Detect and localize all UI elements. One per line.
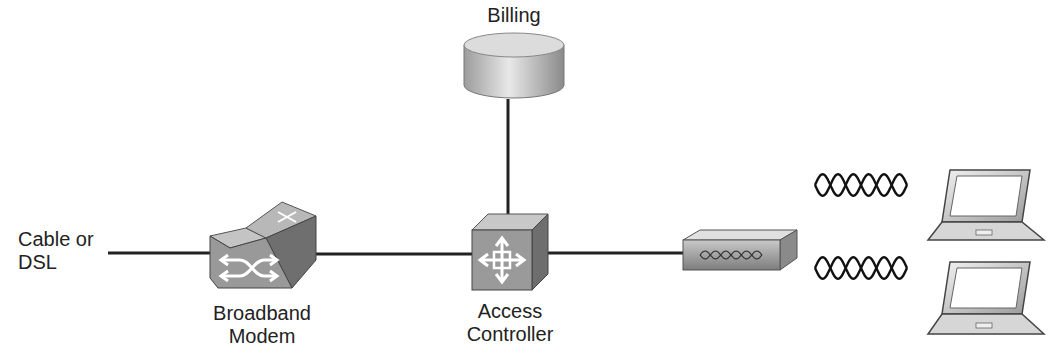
access-controller: Access Controller	[444, 212, 576, 346]
node-label: Broadband Modem	[200, 302, 324, 348]
lan-line	[540, 252, 690, 255]
access-point	[683, 230, 797, 270]
billing-database-icon	[462, 31, 566, 101]
node-label: Billing	[485, 4, 542, 27]
network-link	[507, 99, 510, 216]
cable-line	[108, 252, 210, 255]
laptop	[928, 262, 1044, 334]
laptop	[928, 170, 1044, 240]
node-label: Access Controller	[448, 300, 572, 346]
wireless-signal	[815, 174, 907, 279]
access-controller-icon	[470, 212, 550, 292]
modem-device: Broadband Modem	[196, 198, 328, 348]
modem-device-icon	[206, 198, 318, 294]
connection-label: Cable or DSL	[18, 228, 98, 274]
network-link	[314, 253, 474, 256]
billing-database: Billing	[458, 4, 570, 101]
